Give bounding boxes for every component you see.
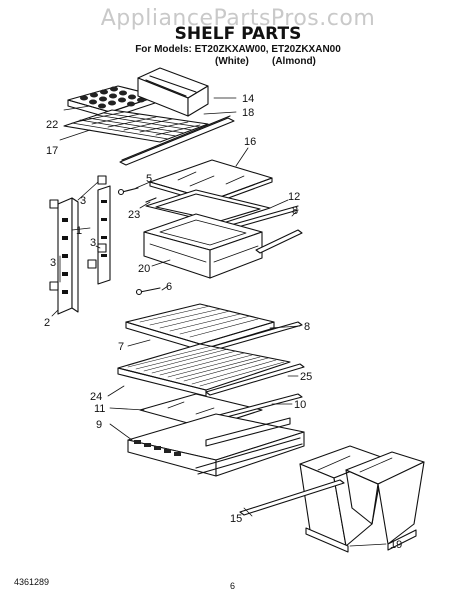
- model-numbers: For Models: ET20ZKXAW00, ET20ZKXAN00: [135, 44, 341, 55]
- deli-drawer-part: [143, 213, 263, 279]
- screw-parts: [117, 187, 161, 296]
- callout-11: 11: [94, 403, 105, 415]
- callout-3-top: 3: [80, 195, 86, 207]
- callout-9: 9: [96, 419, 102, 431]
- callout-3-mid: 3: [90, 237, 96, 249]
- callout-labels: 14 18 22 17 16 5 3 23 12 8 1 3 3 20 6 2 …: [44, 93, 402, 551]
- callout-7: 7: [118, 341, 124, 353]
- callout-2: 2: [44, 317, 50, 329]
- callout-17: 17: [46, 145, 58, 157]
- callout-19: 19: [390, 539, 402, 551]
- shelf-bracket-part: [57, 185, 111, 315]
- callout-8-upper: 8: [292, 205, 298, 217]
- callout-24: 24: [90, 391, 102, 403]
- shelf-clip-parts: [49, 175, 107, 291]
- callout-12: 12: [288, 191, 300, 203]
- callout-8-lower: 8: [304, 321, 310, 333]
- callout-1: 1: [76, 225, 82, 237]
- watermark: AppliancePartsPros.com: [100, 6, 376, 31]
- drawer-rail-part: [255, 229, 303, 254]
- wire-shelf-part: [63, 109, 209, 143]
- page-title: SHELF PARTS: [174, 24, 302, 44]
- callout-23: 23: [128, 209, 140, 221]
- callout-6: 6: [166, 281, 172, 293]
- callout-10: 10: [294, 399, 306, 411]
- callout-16: 16: [244, 136, 256, 148]
- callout-22: 22: [46, 119, 58, 131]
- page-number: 6: [230, 581, 236, 591]
- leader-lines: [51, 97, 387, 547]
- callout-14: 14: [242, 93, 254, 105]
- callout-18: 18: [242, 107, 254, 119]
- callout-25: 25: [300, 371, 312, 383]
- variant-white: (White): [215, 56, 249, 67]
- callout-20: 20: [138, 263, 150, 275]
- callout-15: 15: [230, 513, 242, 525]
- variant-almond: (Almond): [272, 56, 316, 67]
- rail-part-upper: [119, 115, 235, 166]
- sliding-wire-shelf-part: [117, 343, 305, 397]
- drawer-slide-part: [239, 479, 345, 516]
- crisper-drawer-parts: [299, 445, 425, 553]
- egg-tray-part: [67, 85, 159, 119]
- slide-out-shelf-part: [125, 303, 303, 354]
- crisper-frame-lower-part: [127, 413, 305, 477]
- callout-3-left: 3: [50, 257, 56, 269]
- bin-part: [137, 67, 209, 117]
- document-code: 4361289: [14, 577, 50, 587]
- callout-5: 5: [146, 173, 152, 185]
